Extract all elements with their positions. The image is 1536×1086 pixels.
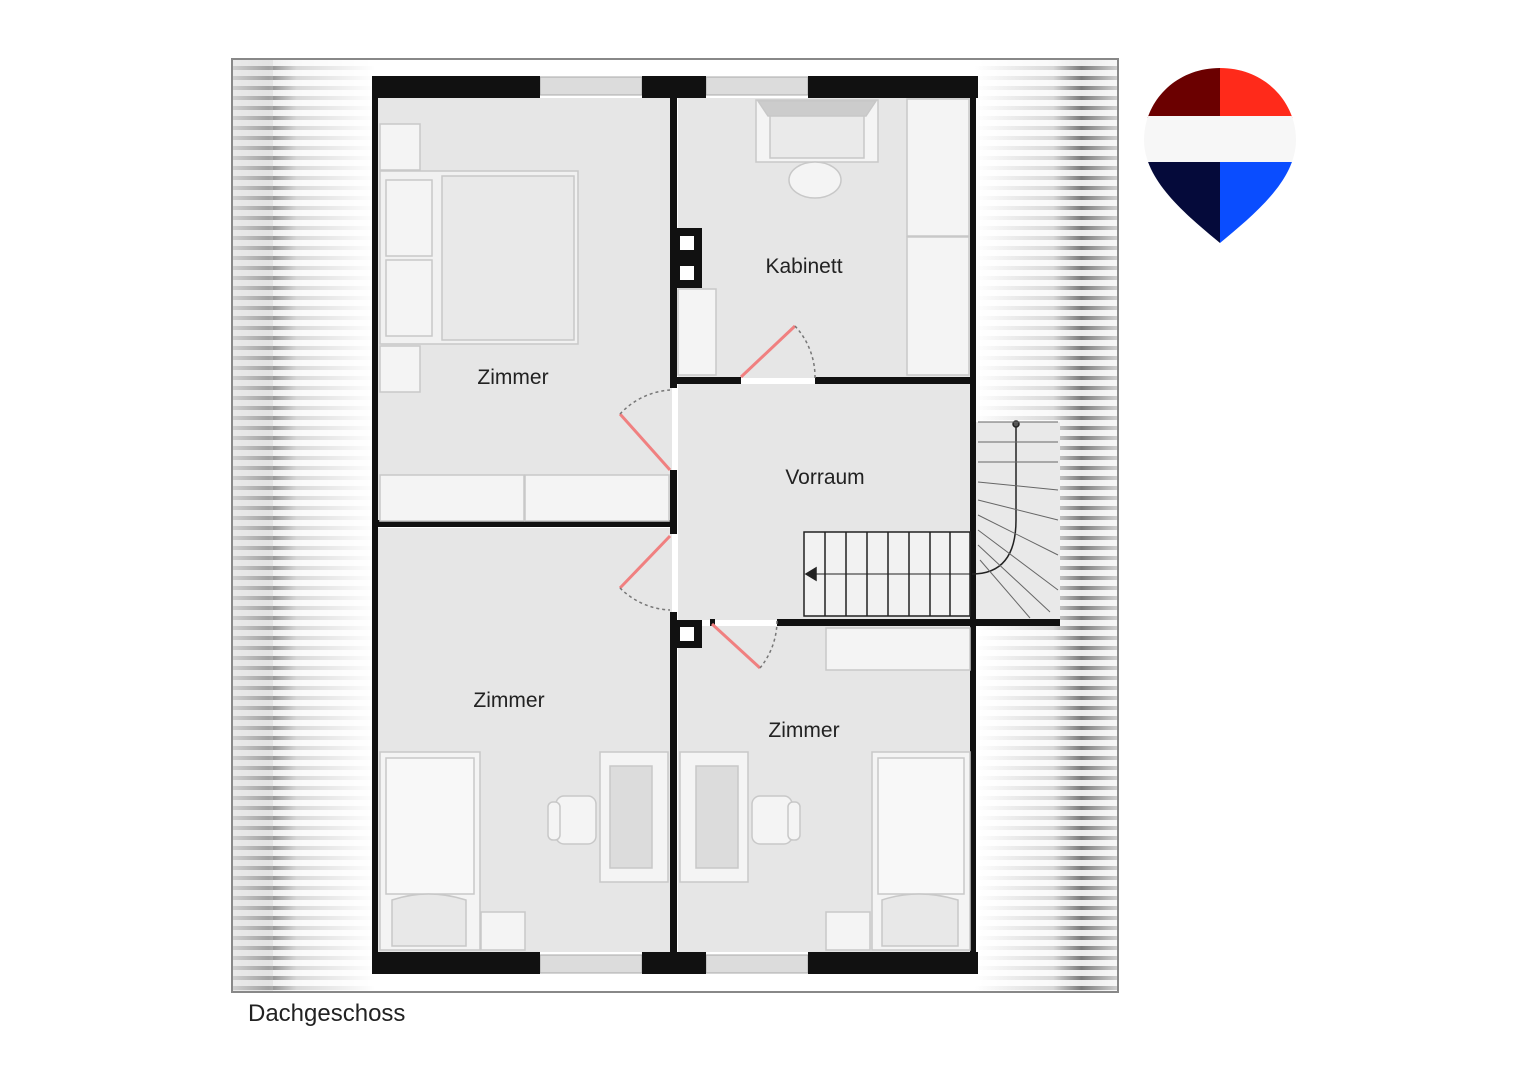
- room-label-kabinett: Kabinett: [765, 255, 842, 278]
- walls: [372, 76, 1060, 974]
- stairs: [803, 420, 1059, 619]
- floor-name-label: Dachgeschoss: [248, 1000, 406, 1027]
- shaft-holes: [680, 236, 694, 641]
- windows: [539, 76, 809, 974]
- room-label-vorraum: Vorraum: [785, 466, 864, 489]
- doors: [618, 324, 816, 670]
- furniture-zimmer-north-west: [379, 123, 670, 522]
- room-label-zimmer-north-west: Zimmer: [477, 366, 548, 389]
- roof-slope-left: [233, 60, 375, 991]
- balloon-logo-icon: [1144, 68, 1296, 243]
- furniture-kabinett: [677, 98, 970, 376]
- furniture-zimmer-south-east: [679, 627, 971, 951]
- room-label-zimmer-south-west: Zimmer: [473, 689, 544, 712]
- furniture-zimmer-south-west: [379, 751, 669, 951]
- room-label-zimmer-south-east: Zimmer: [768, 719, 839, 742]
